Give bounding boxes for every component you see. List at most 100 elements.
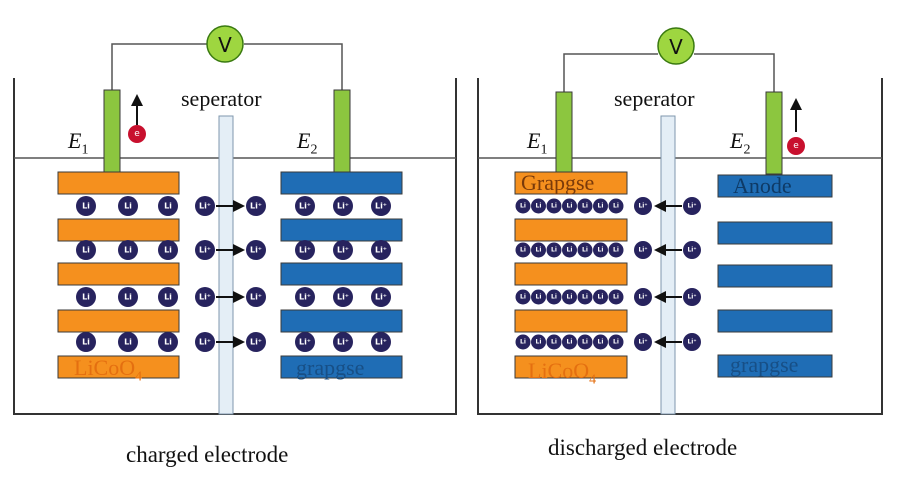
cathode-plate-discharged-3 (514, 309, 628, 333)
li-ion-cathode-charged-3-2-label: Li (164, 338, 172, 347)
voltmeter-symbol-discharged: V (669, 35, 683, 59)
wire-right-charged (244, 43, 343, 92)
li-ion-arrived-discharged-3-label: Li⁺ (638, 339, 647, 346)
li-ion-cathode-discharged-1-4 (577, 242, 593, 258)
li-ion-cathode-discharged-2-2-label: Li (551, 294, 557, 301)
li-ion-migrating-charged-3 (195, 332, 215, 352)
electrode-label-e2-charged: E2 (297, 128, 318, 158)
li-ion-migrating-discharged-0 (683, 197, 701, 215)
cathode-plate-charged-4 (57, 355, 180, 379)
cathode-plate-discharged-0 (514, 171, 628, 195)
li-ion-cathode-charged-2-2 (158, 287, 178, 307)
cathode-plate-charged-3 (57, 309, 180, 333)
electrode-rod-e2-charged (333, 89, 351, 173)
li-ion-cathode-charged-1-2-label: Li (164, 246, 172, 255)
li-ion-cathode-discharged-2-5 (593, 289, 608, 305)
wire-right-discharged (694, 53, 775, 92)
li-ion-cathode-discharged-3-0 (515, 334, 531, 350)
separator-label-charged: seperator (181, 86, 262, 111)
li-ion-anode-charged-3-2-label: Li⁺ (375, 338, 387, 347)
li-ion-cathode-charged-0-1 (118, 196, 138, 216)
electrode-label-e2-discharged: E2 (730, 128, 751, 158)
li-ion-cathode-discharged-0-4-label: Li (582, 203, 588, 210)
electrode-rod-e1-charged (103, 89, 121, 173)
anode-plate-discharged-4 (717, 354, 833, 378)
li-ion-arrived-discharged-1-label: Li⁺ (638, 247, 647, 254)
li-ion-cathode-charged-2-1-label: Li (124, 293, 132, 302)
li-ion-cathode-charged-0-0-label: Li (82, 202, 90, 211)
li-ion-cathode-discharged-0-3 (562, 198, 577, 214)
li-ion-cathode-charged-1-0-label: Li (82, 246, 90, 255)
li-ion-anode-charged-1-1 (333, 240, 353, 260)
li-ion-arrived-discharged-0-label: Li⁺ (638, 203, 647, 210)
separator-discharged (660, 115, 676, 415)
li-ion-cathode-discharged-0-3-label: Li (567, 203, 573, 210)
li-ion-cathode-discharged-1-1-label: Li (536, 247, 542, 254)
li-ion-cathode-discharged-2-6-label: Li (613, 294, 619, 301)
li-ion-cathode-discharged-1-2-label: Li (551, 247, 557, 254)
li-ion-migrating-charged-2 (195, 287, 215, 307)
anode-plate-discharged-0 (717, 174, 833, 198)
li-ion-cathode-charged-0-2 (158, 196, 178, 216)
li-ion-arrived-discharged-1 (634, 241, 652, 259)
li-ion-cathode-charged-3-1-label: Li (124, 338, 132, 347)
li-ion-arrived-charged-3-label: Li⁺ (250, 338, 262, 347)
anode-plate-discharged-3 (717, 309, 833, 333)
li-ion-cathode-charged-3-0 (76, 332, 96, 352)
beaker-charged (13, 78, 457, 415)
li-ion-cathode-discharged-1-2 (546, 242, 562, 258)
voltmeter-discharged (657, 27, 695, 65)
li-ion-cathode-discharged-3-5-label: Li (598, 339, 604, 346)
li-ion-anode-charged-0-0 (295, 196, 315, 216)
li-ion-cathode-discharged-1-4-label: Li (582, 247, 588, 254)
li-ion-cathode-discharged-2-0 (515, 289, 531, 305)
li-ion-arrived-charged-1-label: Li⁺ (250, 246, 262, 255)
li-ion-cathode-discharged-3-4-label: Li (582, 339, 588, 346)
separator-label-discharged: seperator (614, 86, 695, 111)
li-ion-cathode-charged-0-2-label: Li (164, 202, 172, 211)
li-ion-cathode-discharged-0-1 (531, 198, 546, 214)
li-ion-cathode-discharged-1-5-label: Li (598, 247, 604, 254)
li-ion-cathode-discharged-0-1-label: Li (536, 203, 542, 210)
li-ion-cathode-discharged-0-6 (608, 198, 624, 214)
separator-charged (218, 115, 234, 415)
li-ion-cathode-discharged-1-6-label: Li (613, 247, 619, 254)
li-ion-cathode-charged-3-1 (118, 332, 138, 352)
li-ion-cathode-charged-2-0 (76, 287, 96, 307)
li-ion-cathode-charged-0-1-label: Li (124, 202, 132, 211)
li-ion-cathode-discharged-1-5 (593, 242, 608, 258)
li-ion-anode-charged-2-1-label: Li⁺ (337, 293, 349, 302)
li-ion-cathode-discharged-2-6 (608, 289, 624, 305)
li-ion-anode-charged-1-0-label: Li⁺ (299, 246, 311, 255)
anode-plate-charged-4 (280, 355, 403, 379)
li-ion-migrating-charged-0-label: Li⁺ (199, 202, 211, 211)
li-ion-cathode-discharged-3-6-label: Li (613, 339, 619, 346)
li-ion-cathode-discharged-1-3-label: Li (567, 247, 573, 254)
li-ion-anode-charged-1-0 (295, 240, 315, 260)
electron-charged (128, 125, 146, 143)
li-ion-cathode-discharged-2-2 (546, 289, 562, 305)
li-ion-cathode-discharged-2-3 (562, 289, 577, 305)
wire-left-charged (111, 43, 207, 92)
cathode-plate-discharged-4 (514, 355, 628, 379)
li-ion-arrived-discharged-2 (634, 288, 652, 306)
electron-label-discharged: e (793, 141, 799, 151)
li-ion-anode-charged-3-0-label: Li⁺ (299, 338, 311, 347)
cathode-formula-discharged: LiCoO4 (528, 358, 597, 388)
li-ion-cathode-discharged-1-0 (515, 242, 531, 258)
li-ion-anode-charged-3-1 (333, 332, 353, 352)
li-ion-cathode-charged-1-0 (76, 240, 96, 260)
li-ion-arrived-charged-3 (246, 332, 266, 352)
li-ion-cathode-discharged-2-1 (531, 289, 546, 305)
li-ion-cathode-discharged-3-4 (577, 334, 593, 350)
li-ion-cathode-discharged-0-0 (515, 198, 531, 214)
anode-plate-charged-0 (280, 171, 403, 195)
li-ion-anode-charged-0-1-label: Li⁺ (337, 202, 349, 211)
li-ion-cathode-discharged-3-2 (546, 334, 562, 350)
li-ion-cathode-discharged-2-1-label: Li (536, 294, 542, 301)
li-ion-cathode-charged-3-2 (158, 332, 178, 352)
li-ion-cathode-discharged-0-2-label: Li (551, 203, 557, 210)
li-ion-cathode-charged-1-1 (118, 240, 138, 260)
li-ion-migrating-charged-2-label: Li⁺ (199, 293, 211, 302)
